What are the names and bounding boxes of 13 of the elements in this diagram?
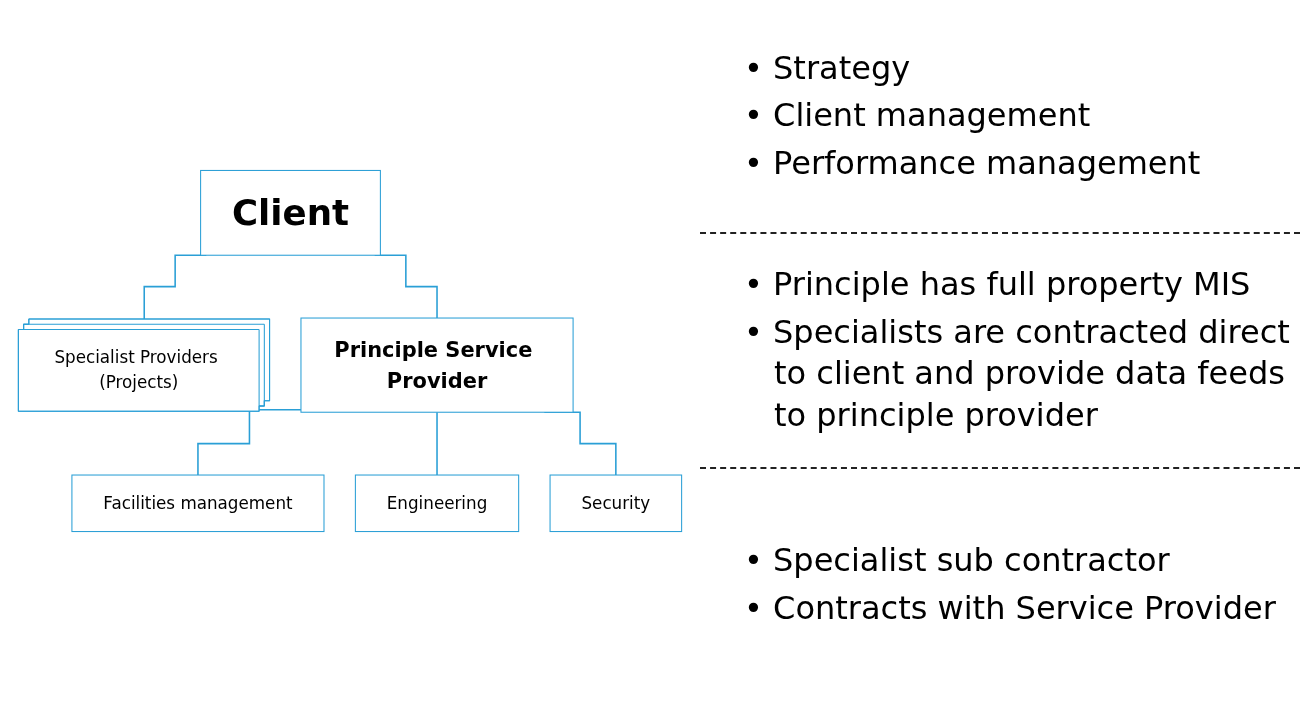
bullet-point: • Contracts with Service Provider <box>744 587 1277 629</box>
bullet-point: • Client management <box>744 95 1092 137</box>
node-box: Facilities management <box>71 474 325 532</box>
bullet-point: • Specialists are contracted direct to client and provide data feeds to principle provider <box>744 311 1290 437</box>
node-box: Principle Service Provider <box>300 317 574 413</box>
node-box: Engineering <box>354 474 520 532</box>
bullet-point: • Strategy <box>744 47 912 89</box>
bullet-point: • Performance management <box>744 142 1202 184</box>
connector <box>436 410 438 476</box>
node-box: Security <box>549 474 683 532</box>
bullet-point: • Specialist sub contractor <box>744 540 1171 582</box>
bullet-point: • Principle has full property MIS <box>744 264 1252 306</box>
node-box: Client <box>200 169 381 256</box>
